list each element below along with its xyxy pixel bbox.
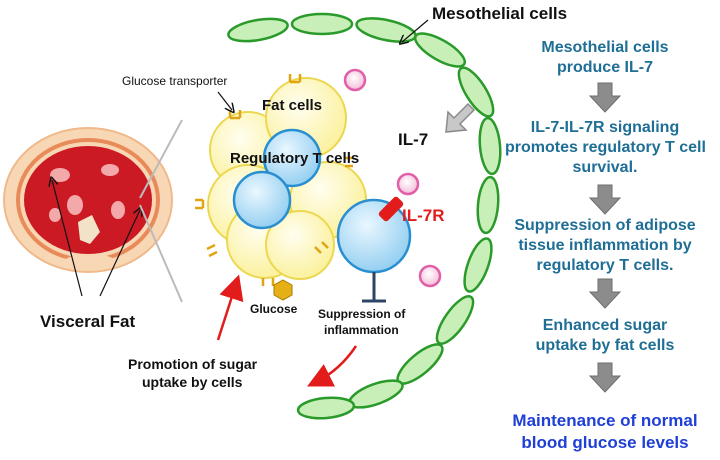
flow-arrow-4: [588, 362, 622, 393]
zoom-lines: [139, 119, 183, 303]
promotion-arrow: [216, 274, 244, 341]
regulatory-t-cells: [232, 128, 412, 274]
il7r-label: IL-7R: [402, 206, 445, 225]
flow-step-5-line-2: blood glucose levels: [521, 433, 689, 452]
il7-particle: [396, 172, 420, 196]
glucose-icon: [273, 279, 293, 301]
flow-step-3-line-2: tissue inflammation by: [518, 237, 692, 254]
glucose-label: Glucose: [250, 302, 298, 316]
regulatory-t-cell-large: [336, 198, 412, 274]
il7-particle: [418, 264, 442, 288]
suppression-label-line1: Suppression of: [318, 307, 406, 321]
flow-step-4-line-1: Enhanced sugar: [542, 317, 668, 334]
il7-particles: [343, 68, 442, 288]
mesothelial-cells-label: Mesothelial cells: [432, 4, 568, 23]
flow-step-2-line-3: survival.: [572, 159, 638, 176]
fat-cells-label: Fat cells: [262, 97, 323, 114]
regulatory-t-cell: [232, 170, 292, 230]
glucose-transporter-icon: [345, 156, 353, 168]
glucose-transporter-label: Glucose transporter: [122, 74, 228, 88]
regulatory-t-cells-label: Regulatory T cells: [230, 150, 360, 167]
flow-step-2: IL-7-IL-7R signaling promotes regulatory…: [505, 118, 706, 178]
promotion-label-line1: Promotion of sugar: [128, 356, 258, 372]
glucose-transporter-icon: [195, 198, 205, 210]
mesothelial-pointer: [402, 19, 429, 42]
il7r-receptor-icon: [378, 196, 404, 222]
flow-step-1-line-2: produce IL-7: [556, 59, 653, 76]
flow-step-3-line-1: Suppression of adipose: [514, 217, 696, 234]
glucose-transporter-icon: [206, 243, 218, 258]
flow-arrow-3: [588, 278, 622, 309]
suppression-result-arrow: [307, 345, 358, 387]
flow-step-5: Maintenance of normal blood glucose leve…: [495, 410, 715, 454]
suppression-label-line2: inflammation: [324, 323, 399, 337]
visceral-fat-cross-section: [3, 127, 173, 297]
flow-step-3: Suppression of adipose tissue inflammati…: [505, 216, 705, 276]
flow-step-4: Enhanced sugar uptake by fat cells: [505, 316, 705, 356]
visceral-fat-label: Visceral Fat: [40, 312, 136, 331]
flow-arrow-1: [588, 82, 622, 113]
promotion-label-line2: uptake by cells: [142, 374, 243, 390]
flow-step-2-line-1: IL-7-IL-7R signaling: [530, 119, 680, 136]
flow-step-5-line-1: Maintenance of normal: [512, 411, 698, 430]
flow-step-4-line-2: uptake by fat cells: [535, 337, 675, 354]
regulatory-t-cell: [262, 128, 322, 188]
il7-label: IL-7: [398, 130, 429, 149]
suppression-blunt-arrow: [362, 272, 386, 303]
flow-step-3-line-3: regulatory T cells.: [536, 257, 674, 274]
glucose-transporter-icon: [261, 278, 275, 286]
glucose-transporter-pointer: [217, 91, 232, 110]
mesothelial-cell-layer: [227, 12, 502, 420]
fat-cell: [265, 210, 335, 280]
flow-step-1: Mesothelial cells produce IL-7: [505, 38, 705, 78]
flow-arrow-2: [588, 184, 622, 215]
il7-release-arrow: [445, 102, 476, 133]
flow-step-1-line-1: Mesothelial cells: [541, 39, 669, 56]
glucose-transporter-icon: [314, 241, 329, 254]
glucose-transporter-icon: [288, 74, 302, 84]
il7-particle: [343, 68, 367, 92]
flow-step-2-line-2: promotes regulatory T cell: [505, 139, 706, 156]
